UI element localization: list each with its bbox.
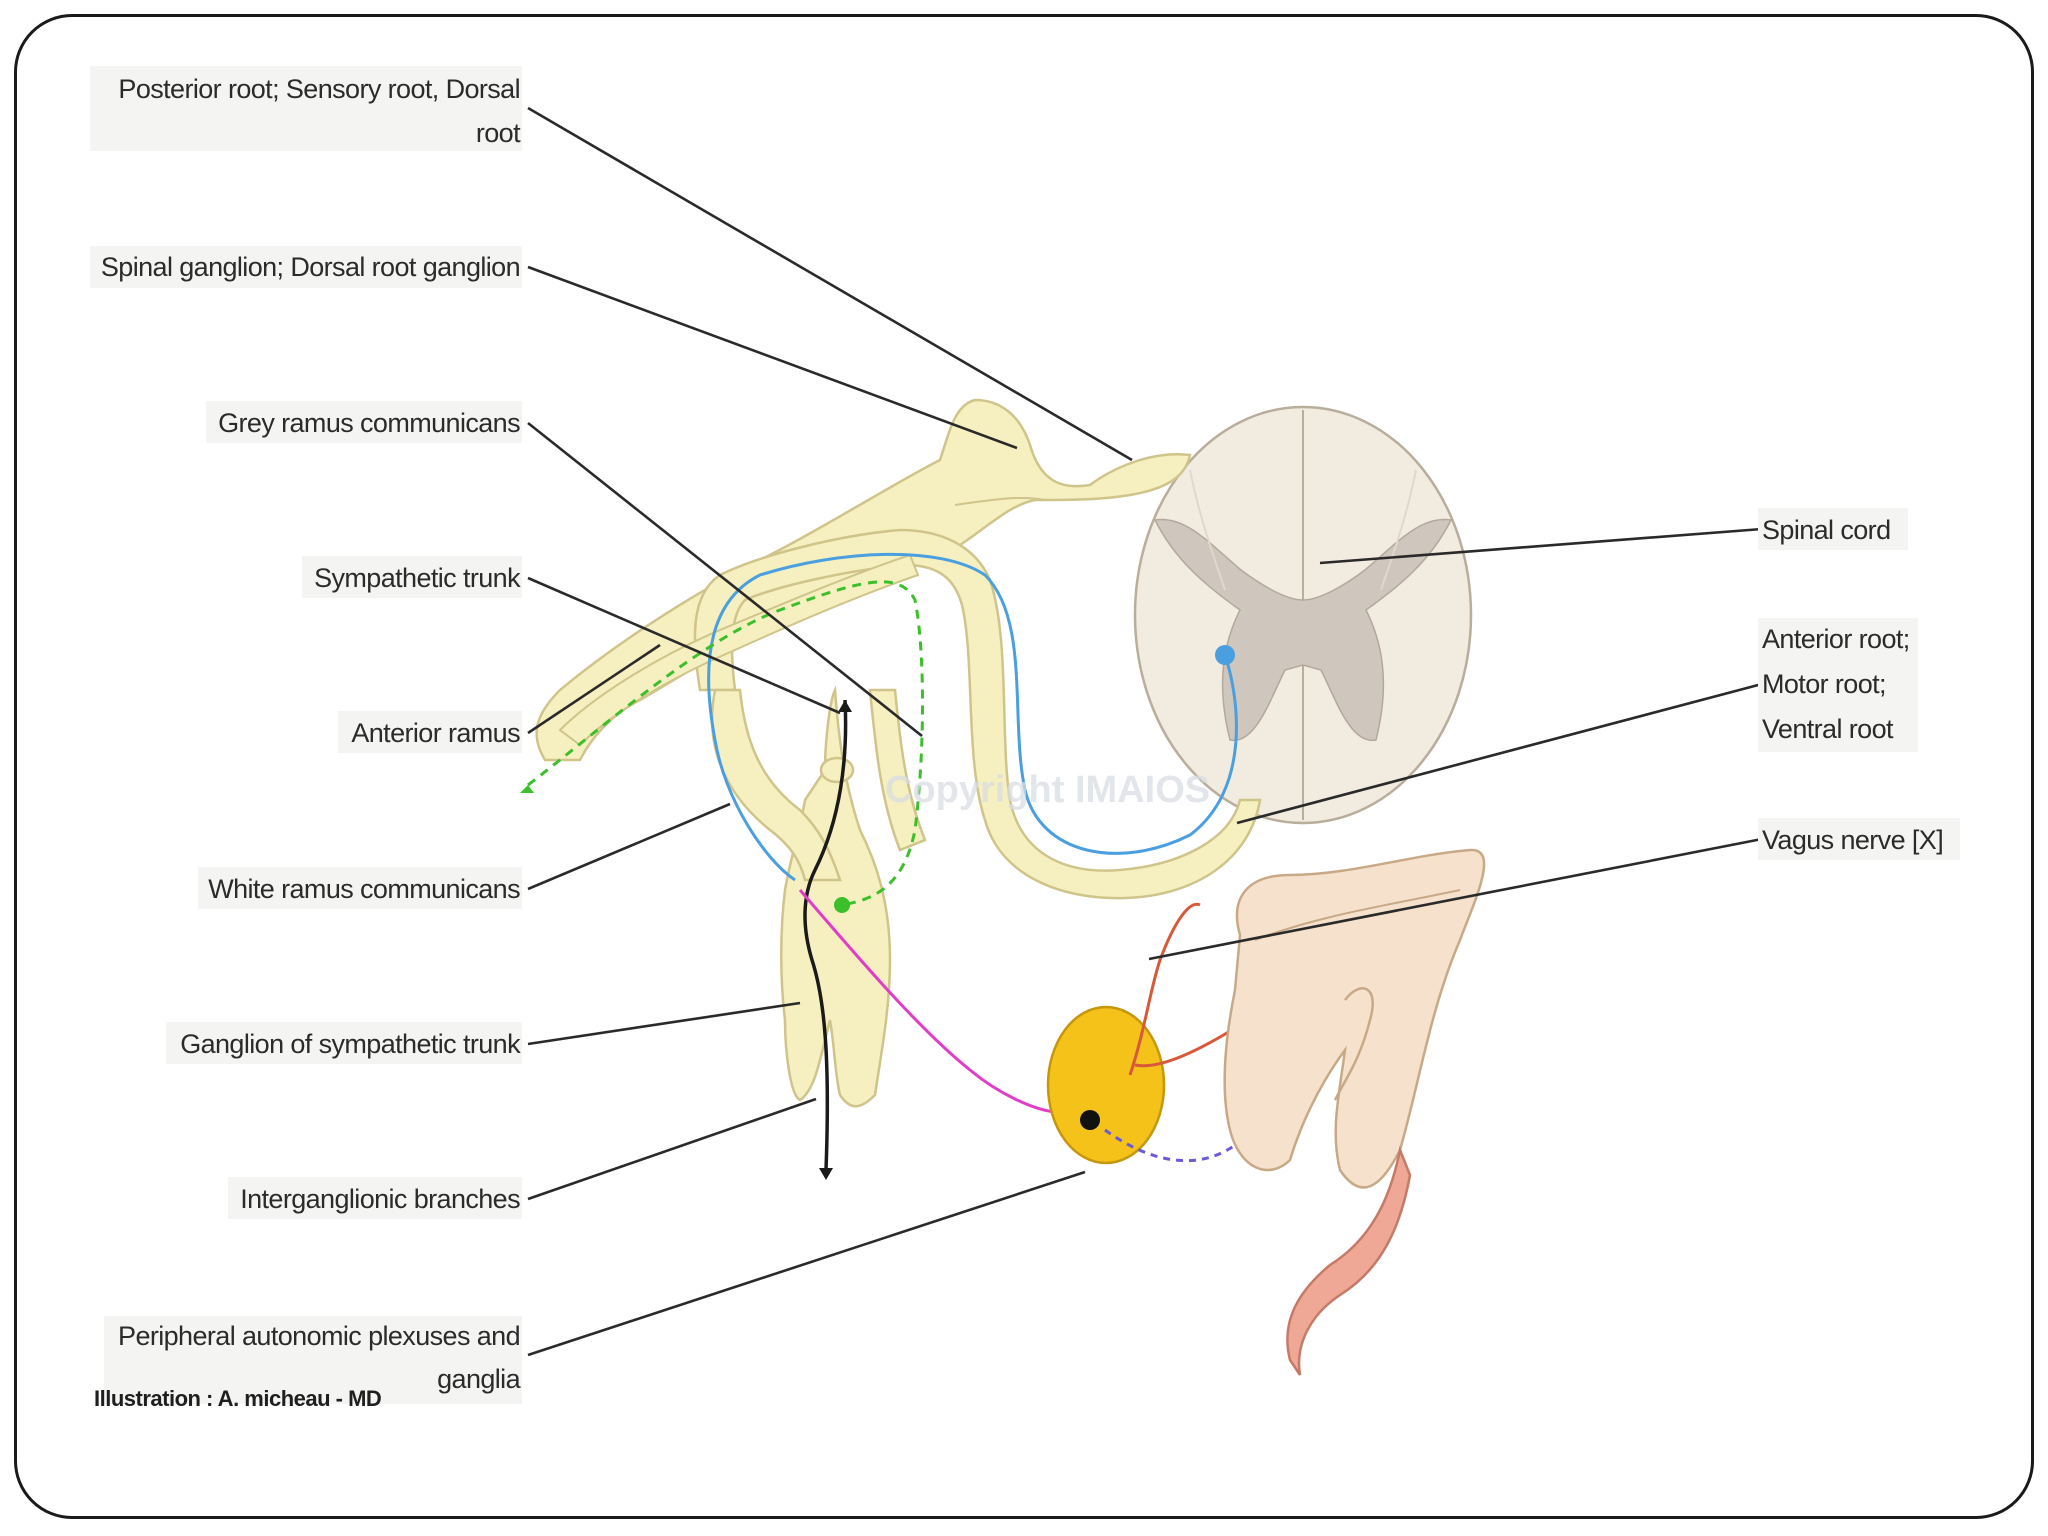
label-peripheral-line2: ganglia: [437, 1364, 521, 1394]
label-sympathetic-trunk: Sympathetic trunk: [314, 563, 521, 593]
label-vagus-nerve: Vagus nerve [X]: [1762, 825, 1943, 855]
label-posterior-root-line2: root: [476, 118, 521, 148]
leader-ganglion-trunk: [528, 1003, 800, 1044]
label-white-ramus: White ramus communicans: [208, 874, 520, 904]
leader-spinal-ganglion: [528, 267, 1017, 448]
label-anterior-root-line1: Anterior root;: [1762, 624, 1910, 654]
label-interganglionic: Interganglionic branches: [240, 1184, 520, 1214]
watermark-text: Copyright IMAIOS: [885, 769, 1210, 811]
label-anterior-root-line3: Ventral root: [1762, 714, 1894, 744]
label-anterior-ramus: Anterior ramus: [351, 718, 520, 748]
sympathetic-trunk-ganglion: [712, 690, 925, 1106]
left-labels: Posterior root; Sensory root, Dorsal roo…: [90, 66, 522, 1411]
label-spinal-ganglion: Spinal ganglion; Dorsal root ganglion: [101, 252, 520, 282]
leader-interganglionic: [528, 1099, 816, 1199]
leader-posterior-root: [528, 108, 1132, 460]
leader-white-ramus: [528, 804, 730, 889]
illustration-credit: Illustration : A. micheau - MD: [94, 1386, 381, 1411]
label-posterior-root-line1: Posterior root; Sensory root, Dorsal: [118, 74, 520, 104]
right-labels: Spinal cord Anterior root; Motor root; V…: [1758, 508, 1960, 860]
colon-illustration: [1225, 850, 1485, 1375]
label-anterior-root-line2: Motor root;: [1762, 669, 1886, 699]
label-spinal-cord: Spinal cord: [1762, 515, 1890, 545]
label-grey-ramus: Grey ramus communicans: [218, 408, 520, 438]
label-ganglion-sympathetic-trunk: Ganglion of sympathetic trunk: [180, 1029, 521, 1059]
label-peripheral-line1: Peripheral autonomic plexuses and: [118, 1321, 520, 1351]
leader-peripheral: [528, 1172, 1085, 1355]
